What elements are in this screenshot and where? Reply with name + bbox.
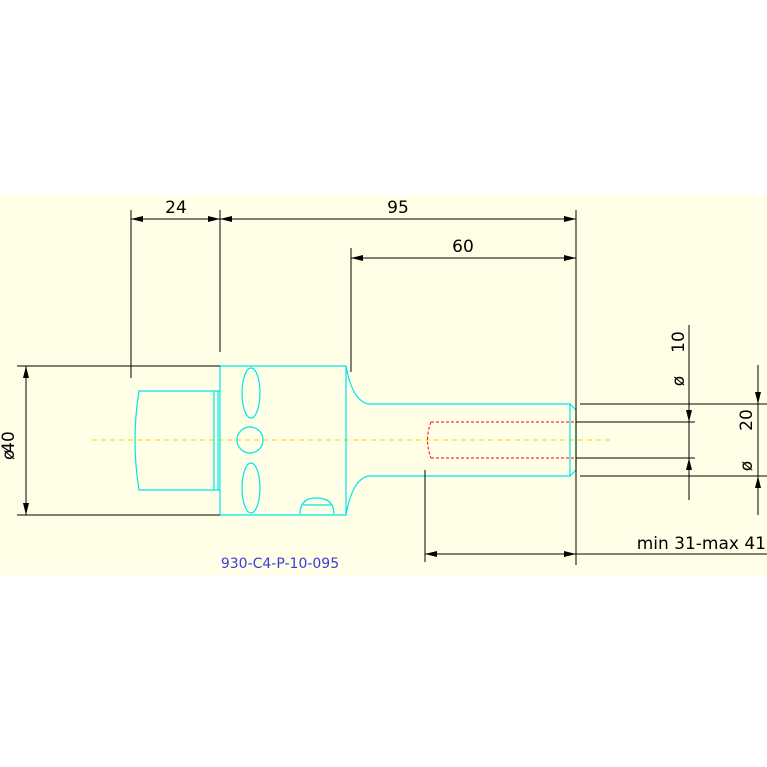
dim-outer-diameter-label: 40: [0, 431, 19, 453]
dim-outer-diameter: ø 40: [0, 365, 220, 516]
dim-bore-diameter: 10 ø: [576, 325, 695, 500]
dim-clamp-diameter-label: 20: [737, 409, 757, 431]
dim-overall-length-label: 95: [387, 198, 409, 218]
dim-flange-length: 24: [130, 198, 221, 378]
dim-outer-diameter-symbol: ø: [0, 450, 19, 460]
dim-clamp-diameter: 20 ø: [580, 365, 767, 515]
dim-bore-diameter-label: 10: [669, 331, 689, 353]
dim-clamping-depth: min 31-max 41: [424, 470, 767, 562]
dim-bore-diameter-symbol: ø: [669, 376, 689, 386]
dim-clamp-diameter-symbol: ø: [737, 461, 757, 471]
part-number-label: 930-C4-P-10-095: [221, 556, 339, 572]
dim-clamping-depth-label: min 31-max 41: [637, 534, 766, 554]
hidden-bore: [427, 421, 576, 459]
dim-shank-length: 60: [350, 237, 576, 372]
dim-overall-length: 95: [220, 198, 577, 565]
dim-shank-length-label: 60: [452, 237, 474, 257]
dim-flange-length-label: 24: [165, 198, 187, 218]
